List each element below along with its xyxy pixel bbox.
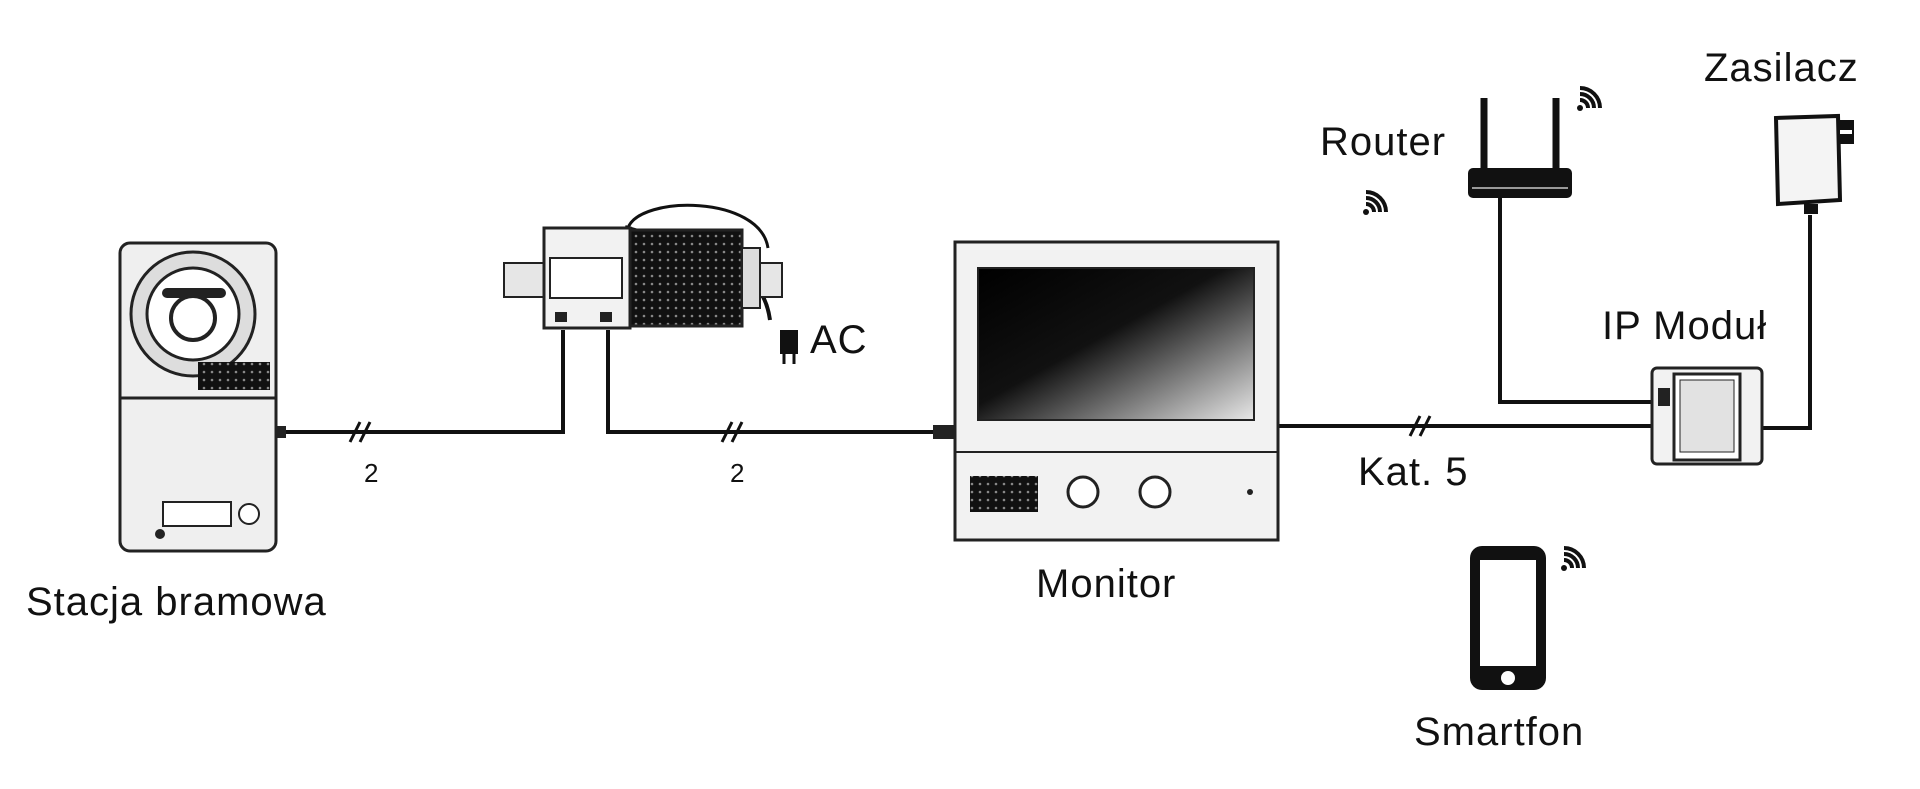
wire-distributor-loop xyxy=(626,203,770,249)
power-distributor-icon xyxy=(503,226,783,330)
wire-station-to-distributor xyxy=(278,330,565,434)
wifi-icon-left xyxy=(1363,190,1388,215)
wifi-icon xyxy=(1363,86,1602,571)
ip-module-icon xyxy=(1650,366,1764,466)
wifi-icon-phone xyxy=(1561,546,1586,571)
label-cable-cat5: Kat. 5 xyxy=(1358,450,1469,494)
power-adapter-icon xyxy=(1773,113,1854,214)
wire-distributor-to-monitor xyxy=(606,330,933,434)
cable-break-marks xyxy=(348,415,1432,443)
label-power-supply: Zasilacz xyxy=(1704,46,1859,90)
monitor-icon xyxy=(933,240,1280,542)
wire-adapter-to-ip-module xyxy=(1762,215,1812,430)
label-ip-module: IP Moduł xyxy=(1602,304,1768,348)
wire-router-to-ip-module xyxy=(1498,190,1652,404)
label-ac: AC xyxy=(810,318,868,362)
router-icon xyxy=(1468,98,1572,198)
door-station-icon xyxy=(118,241,286,553)
smartphone-icon xyxy=(1470,546,1546,690)
ac-plug-icon xyxy=(780,330,798,364)
label-smartphone: Smartfon xyxy=(1414,710,1585,754)
label-wire-count-1: 2 xyxy=(364,458,380,488)
label-router: Router xyxy=(1320,120,1447,164)
label-wire-count-2: 2 xyxy=(730,458,746,488)
label-gate-station: Stacja bramowa xyxy=(26,580,327,624)
wifi-icon-router xyxy=(1577,86,1602,111)
label-monitor: Monitor xyxy=(1036,562,1177,606)
